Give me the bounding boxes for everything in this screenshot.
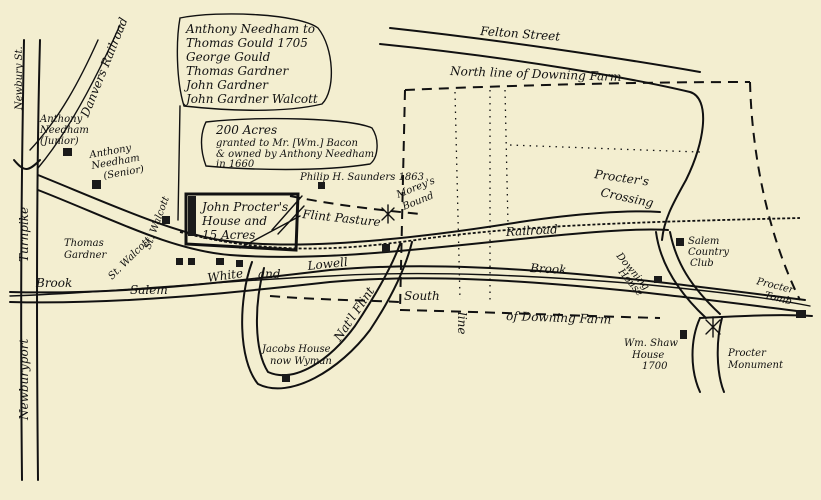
owners-box-pointer [177,105,181,221]
felton-street-label: Felton Street [479,24,561,44]
newbury-st-road [13,159,41,170]
jacobs-loop-road-inner [255,243,401,377]
thomas-gardner-line-1: Thomas [64,238,104,249]
philip-saunders-label: Philip H. Saunders 1863 [299,172,424,183]
shaw-house-line-2: House [631,350,664,361]
brook-right-label: Brook [529,261,567,277]
newburyport-turnpike-road-west [20,39,25,481]
downing-farm-east-line [749,81,801,301]
turnpike-label: Turnpike [17,207,31,262]
shaw-house-building [680,330,687,339]
anthony-needham-senior-building [92,180,101,189]
upper-road-north [37,174,661,246]
walcott-building-3 [188,258,195,265]
procter-monument-line-2: Monument [727,360,784,371]
white-label: White [206,266,243,285]
tomb-road [699,314,813,319]
upper-road-south [37,189,669,258]
owners-line-3: George Gould [186,50,271,64]
acres-box-outline [200,117,378,171]
north-line-label: North line of Downing Farm [449,64,622,84]
newburyport-label: Newburyport [17,339,31,421]
white-building [216,258,224,265]
procter-monument-line-1: Procter [727,348,767,359]
walcott-building-2 [176,258,183,265]
anthony-needham-junior-building [63,148,72,156]
owners-line-6: John Gardner Walcott [183,92,318,106]
white-building-2 [236,260,243,267]
saunders-building [318,182,325,189]
proctor-house-building [188,196,196,236]
downing-farm-north-line [404,81,751,91]
acres-line-3: & owned by Anthony Needham [216,149,374,160]
jacobs-house-line-1: Jacobs House [260,344,331,355]
flint-pasture-label: Flint Pasture [301,207,382,229]
south-line-label-c: of Downing Farm [506,309,612,327]
anthony-junior-line-2: Needham [39,125,89,136]
newburyport-turnpike-road-east [35,39,41,481]
proctor-house-line-3: 15 Acres [202,228,255,242]
walcott-building-1 [162,216,170,224]
natl-flint-label: Nat'l Flint [330,284,377,344]
south-line-label-b: line [455,312,469,335]
flint-pasture-line [289,195,421,215]
salem-country-club-line-1: Salem [688,236,719,247]
farm-dotted-line-3 [504,89,509,226]
proctor-house-line-2: House and [201,214,267,228]
owners-line-1: Anthony Needham to [185,22,315,36]
shaw-house-line-1: Wm. Shaw [624,338,678,349]
acres-line-2: granted to Mr. [Wm.] Bacon [216,138,358,149]
crossing-road-west [655,231,707,319]
brook-left-label: Brook [35,276,72,290]
monument-road-east [716,317,725,393]
salem-lowell-road-south [9,277,806,313]
anthony-junior-line-3: (Junior) [40,136,79,147]
proctor-house-box [184,192,300,252]
owners-line-4: Thomas Gardner [186,64,289,78]
and-label: and [258,267,281,281]
danvers-railroad-track [37,24,121,169]
newbury-st-label: Newbury St. [14,46,25,111]
moreys-bound-marker-icon [381,204,395,224]
anthony-junior-line-1: Anthony [39,114,83,125]
jacobs-loop-road-outer [241,241,413,390]
procters-crossing-line-1: Procter's [593,167,650,189]
crossing-road-east [669,231,721,315]
proctor-house-lines [239,195,305,249]
salem-country-club-building [676,238,684,246]
acres-line-1: 200 Acres [215,123,277,137]
owners-line-2: Thomas Gould 1705 [186,36,308,50]
downing-house-building [654,276,662,283]
lower-farm-line [269,295,401,303]
downing-farm-west-line [399,89,406,311]
railroad-building [382,244,390,252]
procter-tomb-building [796,310,806,318]
farm-dotted-line-4 [509,144,701,153]
salem-label: Salem [130,283,168,297]
south-line-label-a: South [404,289,440,303]
thomas-gardner-line-2: Gardner [64,250,107,261]
felton-street-road-north [389,27,701,73]
danvers-railroad-track-2 [29,39,99,151]
felton-street-road-south [379,43,705,241]
shaw-house-line-3: 1700 [642,361,668,372]
acres-line-4: in 1660 [216,159,255,170]
lowell-label: Lowell [306,255,349,273]
salem-country-club-line-3: Club [690,258,714,269]
procter-monument-marker-icon [705,316,721,338]
proctor-house-line-1: John Procter's [199,200,288,214]
downing-farm-south-line [399,309,661,319]
procters-crossing-line-2: Crossing [599,185,655,210]
owners-box-outline [176,13,332,111]
railroad-label: Railroad [504,222,558,239]
jacobs-house-line-2: now Wyman [270,356,332,367]
brook-line [9,272,811,307]
jacobs-house-building [282,374,290,382]
owners-line-5: John Gardner [183,78,269,92]
salem-country-club-line-2: Country [688,247,729,258]
farm-dotted-line-1 [454,91,461,301]
monument-road-west [691,317,701,393]
